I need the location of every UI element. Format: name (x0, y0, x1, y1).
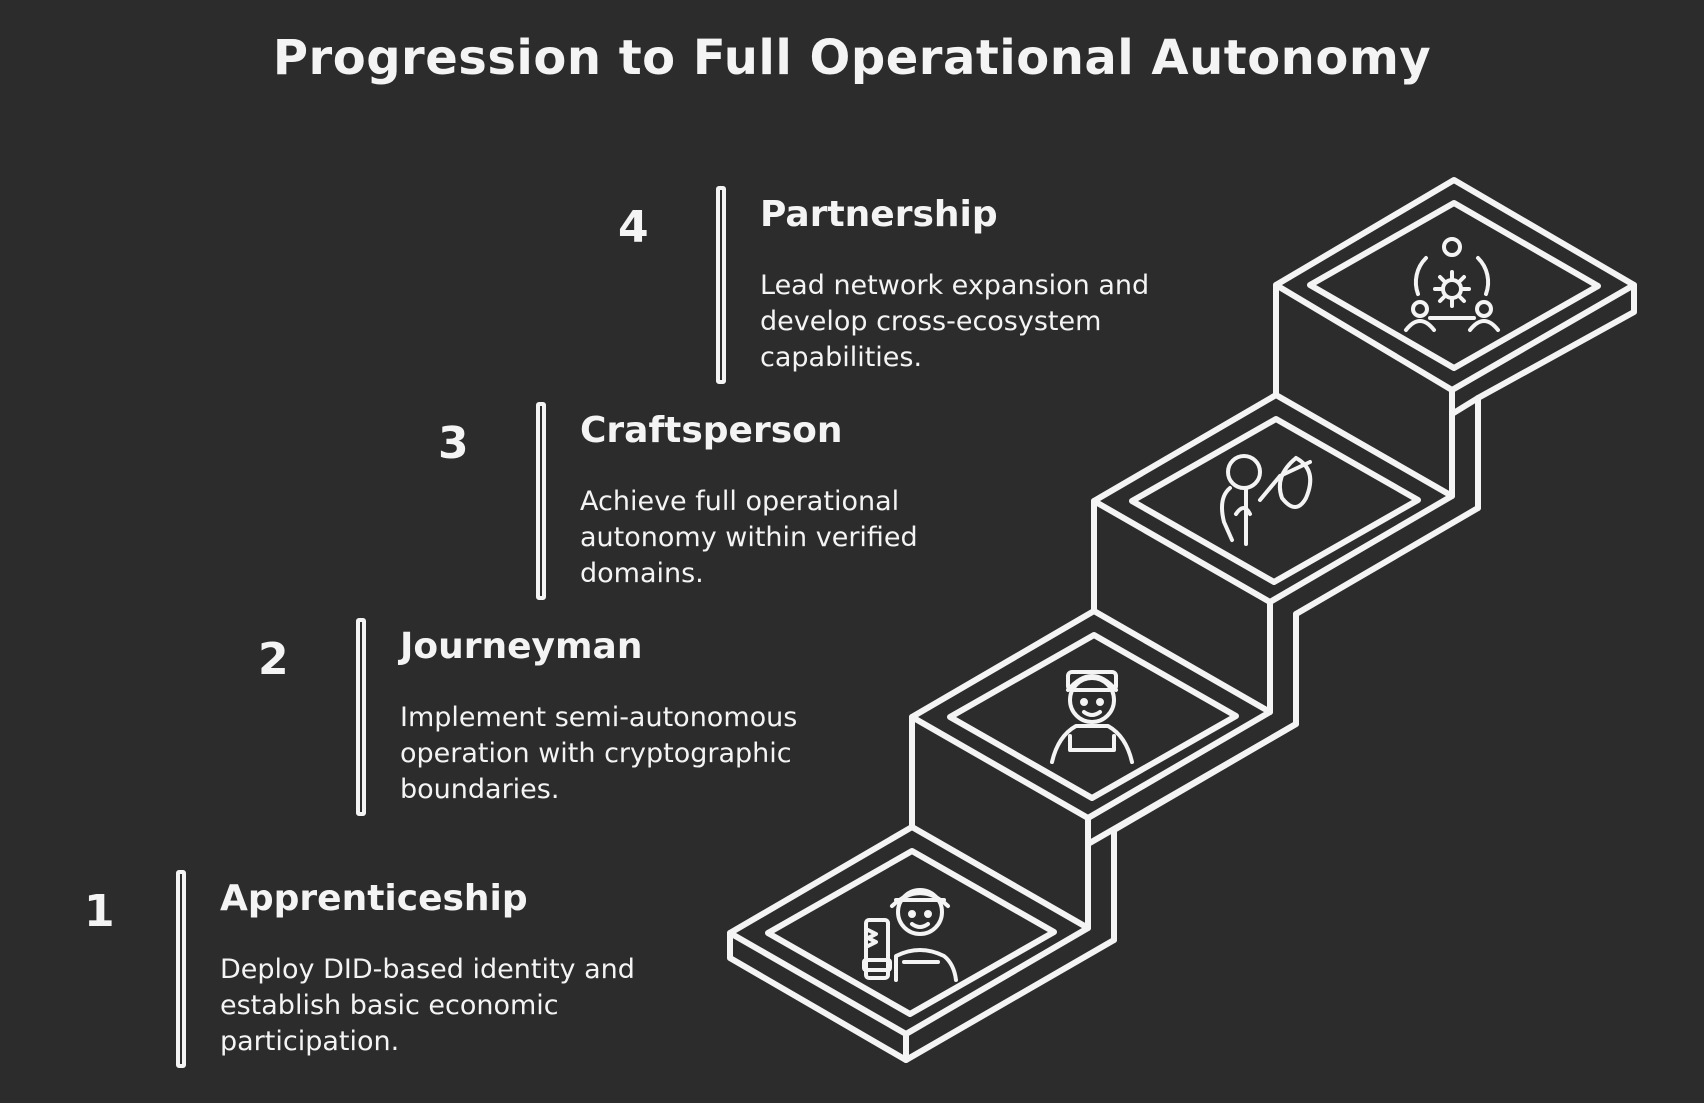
step-1-platform (730, 827, 1114, 1060)
